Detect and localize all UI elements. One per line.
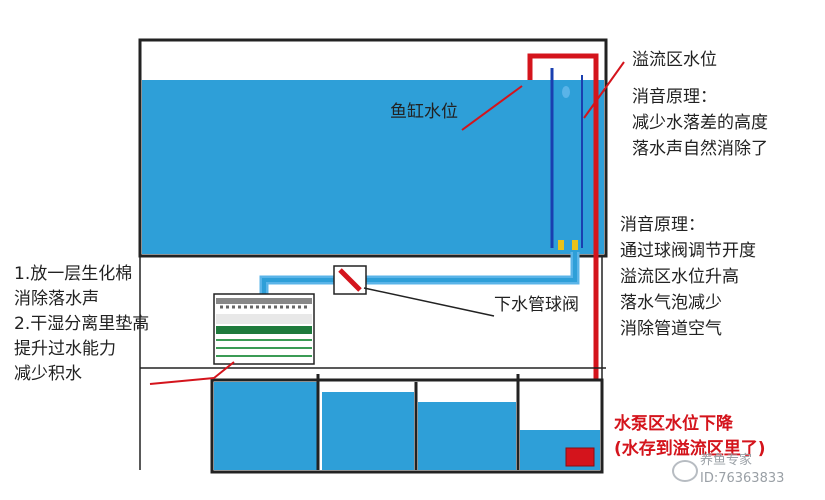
pump <box>565 447 595 467</box>
bio-sponge <box>216 326 312 334</box>
principle2-block: 消音原理： 通过球阀调节开度 溢流区水位升高 落水气泡减少 消除管道空气 <box>620 212 756 342</box>
left-note-line: 消除落水声 <box>14 289 99 309</box>
fitting-left <box>558 240 564 250</box>
sump <box>210 374 604 474</box>
left-note-line: 2.干湿分离里垫高 <box>14 314 150 334</box>
pump-note-line: (水存到溢流区里了) <box>614 439 766 459</box>
return-pipe-highlight <box>539 63 590 80</box>
drain-pipe <box>259 252 580 296</box>
left-note-line: 减少积水 <box>14 364 82 384</box>
leader-overflow-level <box>583 61 625 119</box>
drain-pipe-core <box>262 252 577 296</box>
principle1-line: 消音原理： <box>632 87 717 107</box>
watermark-name: 养鱼专家 <box>700 453 753 468</box>
tank-water <box>142 80 604 254</box>
principle1-line: 落水声自然消除了 <box>632 139 768 159</box>
pump-notes-block: 水泵区水位下降 (水存到溢流区里了) <box>614 412 766 462</box>
principle2-line: 通过球阀调节开度 <box>620 241 756 261</box>
return-pipe <box>527 53 599 450</box>
filter-top-plate <box>216 298 312 304</box>
fitting-right <box>572 240 578 250</box>
principle2-line: 消音原理： <box>620 215 705 235</box>
filter-cotton <box>216 314 312 324</box>
principle2-line: 溢流区水位升高 <box>620 267 739 287</box>
principle1-line: 减少水落差的高度 <box>632 113 768 133</box>
watermark: 养鱼专家 ID:76363833 <box>700 452 784 488</box>
left-note-line: 1.放一层生化棉 <box>14 264 133 284</box>
watermark-id: ID:76363833 <box>700 471 785 486</box>
leader-notes-2 <box>213 361 235 379</box>
leader-tank-level <box>461 85 523 131</box>
left-notes-block: 1.放一层生化棉 消除落水声 2.干湿分离里垫高 提升过水能力 减少积水 <box>14 262 149 387</box>
principle2-line: 落水气泡减少 <box>620 293 722 313</box>
ball-valve-handle <box>338 268 362 292</box>
ball-valve-label: 下水管球阀 <box>494 295 579 315</box>
tank-water-level-label: 鱼缸水位 <box>390 102 458 122</box>
watermark-logo-icon <box>672 460 698 482</box>
principle2-line: 消除管道空气 <box>620 319 722 339</box>
leader-notes-1 <box>149 377 215 385</box>
left-note-line: 提升过水能力 <box>14 339 116 359</box>
principle1-block: 消音原理： 减少水落差的高度 落水声自然消除了 <box>632 84 768 162</box>
water-drip <box>562 86 570 98</box>
leader-ball-valve <box>363 287 495 317</box>
overflow-level-label: 溢流区水位 <box>632 50 717 70</box>
pump-note-line: 水泵区水位下降 <box>614 414 733 434</box>
